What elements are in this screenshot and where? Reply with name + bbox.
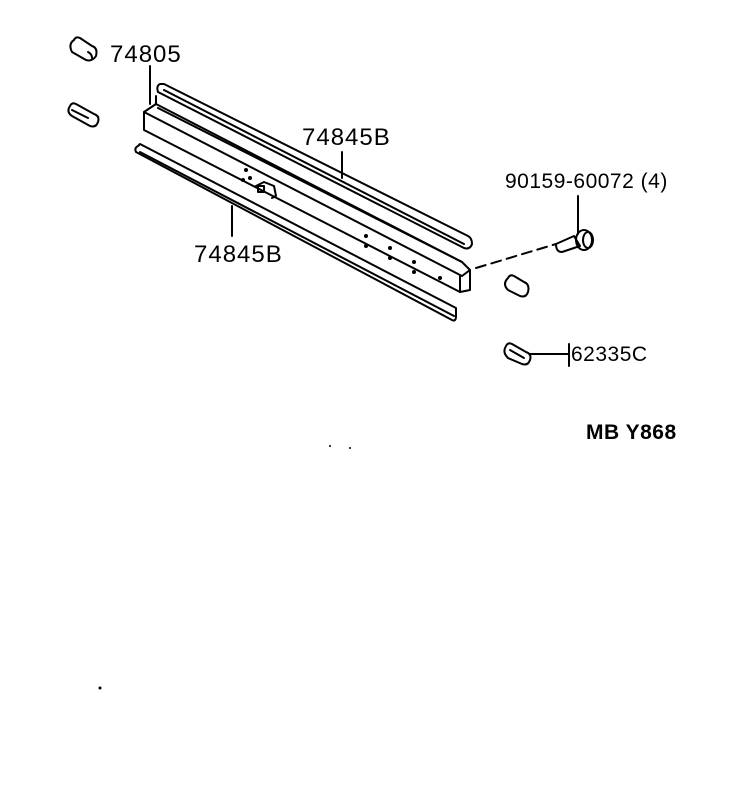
part-label-74845b-upper: 74845B bbox=[302, 124, 391, 151]
part-label-screw: 90159-60072 (4) bbox=[505, 171, 668, 192]
screw-part-number: 90159-60072 bbox=[505, 170, 635, 193]
upper-rail bbox=[143, 83, 473, 293]
clamp-icon bbox=[67, 102, 100, 128]
diagram-code: MB Y868 bbox=[586, 421, 677, 444]
dashed-assembly-line bbox=[475, 243, 557, 269]
screw-icon bbox=[555, 195, 594, 253]
part-label-74805: 74805 bbox=[110, 41, 182, 68]
part-label-74845b-lower: 74845B bbox=[194, 241, 283, 268]
part-label-62335c: 62335C bbox=[571, 343, 648, 366]
scan-specks bbox=[98, 445, 351, 690]
small-cap-icon bbox=[504, 274, 530, 298]
clip-icon bbox=[503, 342, 570, 367]
screw-quantity: (4) bbox=[640, 170, 668, 193]
cap-icon bbox=[69, 36, 98, 62]
rail-holes bbox=[241, 168, 442, 280]
lower-strip bbox=[134, 143, 457, 322]
